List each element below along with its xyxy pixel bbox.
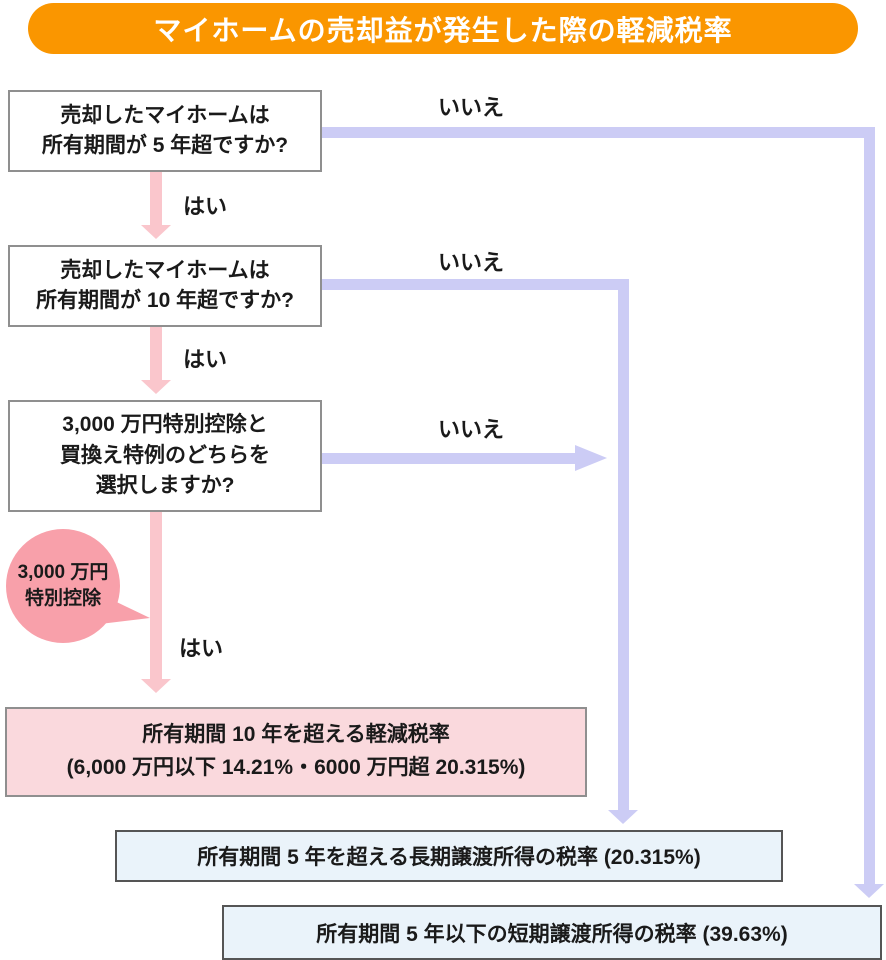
question-box-deduction-choice: 3,000 万円特別控除と 買換え特例のどちらを 選択しますか? xyxy=(8,400,322,512)
result-line: 所有期間 10 年を超える軽減税率 xyxy=(142,723,450,747)
page-title: マイホームの売却益が発生した際の軽減税率 xyxy=(153,14,733,46)
result-label: 所有期間 5 年を超える長期譲渡所得の税率 (20.315%) xyxy=(197,846,701,869)
q1-no-connector-horizontal xyxy=(322,127,875,138)
question-line: 所有期間が 5 年超ですか? xyxy=(41,134,289,157)
result-line: (6,000 万円以下 14.21%・6000 万円超 20.315%) xyxy=(66,756,526,779)
result-box-long-term-rate: 所有期間 5 年を超える長期譲渡所得の税率 (20.315%) xyxy=(115,830,783,882)
q3-no-connector-horizontal xyxy=(322,453,575,464)
q2-no-connector-vertical xyxy=(618,279,629,810)
q1-no-arrowhead-icon xyxy=(854,884,884,898)
q2-no-label: いいえ xyxy=(438,250,505,275)
q3-yes-arrow-shaft xyxy=(150,512,162,679)
q3-no-label: いいえ xyxy=(438,417,505,442)
q2-yes-arrowhead-icon xyxy=(141,380,171,394)
q1-yes-label: はい xyxy=(183,194,228,219)
question-line: 選択しますか? xyxy=(95,474,235,498)
result-box-reduced-rate: 所有期間 10 年を超える軽減税率 (6,000 万円以下 14.21%・600… xyxy=(5,707,587,797)
result-box-short-term-rate: 所有期間 5 年以下の短期譲渡所得の税率 (39.63%) xyxy=(222,905,882,960)
q2-no-arrowhead-icon xyxy=(608,810,638,824)
question-line: 売却したマイホームは xyxy=(60,103,270,127)
question-line: 買換え特例のどちらを xyxy=(60,443,270,467)
question-line: 売却したマイホームは xyxy=(60,258,270,282)
q2-yes-arrow-shaft xyxy=(150,327,162,380)
question-box-ownership-5years: 売却したマイホームは 所有期間が 5 年超ですか? xyxy=(8,90,322,172)
speech-bubble-special-deduction: 3,000 万円 特別控除 xyxy=(6,529,120,643)
title-banner: マイホームの売却益が発生した際の軽減税率 xyxy=(28,3,858,54)
q2-yes-label: はい xyxy=(183,347,228,372)
q1-no-connector-vertical xyxy=(864,127,875,884)
q3-yes-label: はい xyxy=(179,636,224,661)
bubble-line: 特別控除 xyxy=(24,588,101,609)
question-line: 所有期間が 10 年超ですか? xyxy=(36,289,294,312)
q3-no-arrowhead-icon xyxy=(575,445,607,471)
result-label: 所有期間 5 年以下の短期譲渡所得の税率 (39.63%) xyxy=(316,922,788,946)
q1-no-label: いいえ xyxy=(438,95,505,120)
question-box-ownership-10years: 売却したマイホームは 所有期間が 10 年超ですか? xyxy=(8,245,322,327)
q1-yes-arrowhead-icon xyxy=(141,225,171,239)
q1-yes-arrow-shaft xyxy=(150,172,162,225)
question-line: 3,000 万円特別控除と xyxy=(62,413,268,437)
q3-yes-arrowhead-icon xyxy=(141,679,171,693)
bubble-line: 3,000 万円 xyxy=(17,562,109,584)
q2-no-connector-horizontal xyxy=(322,279,629,290)
